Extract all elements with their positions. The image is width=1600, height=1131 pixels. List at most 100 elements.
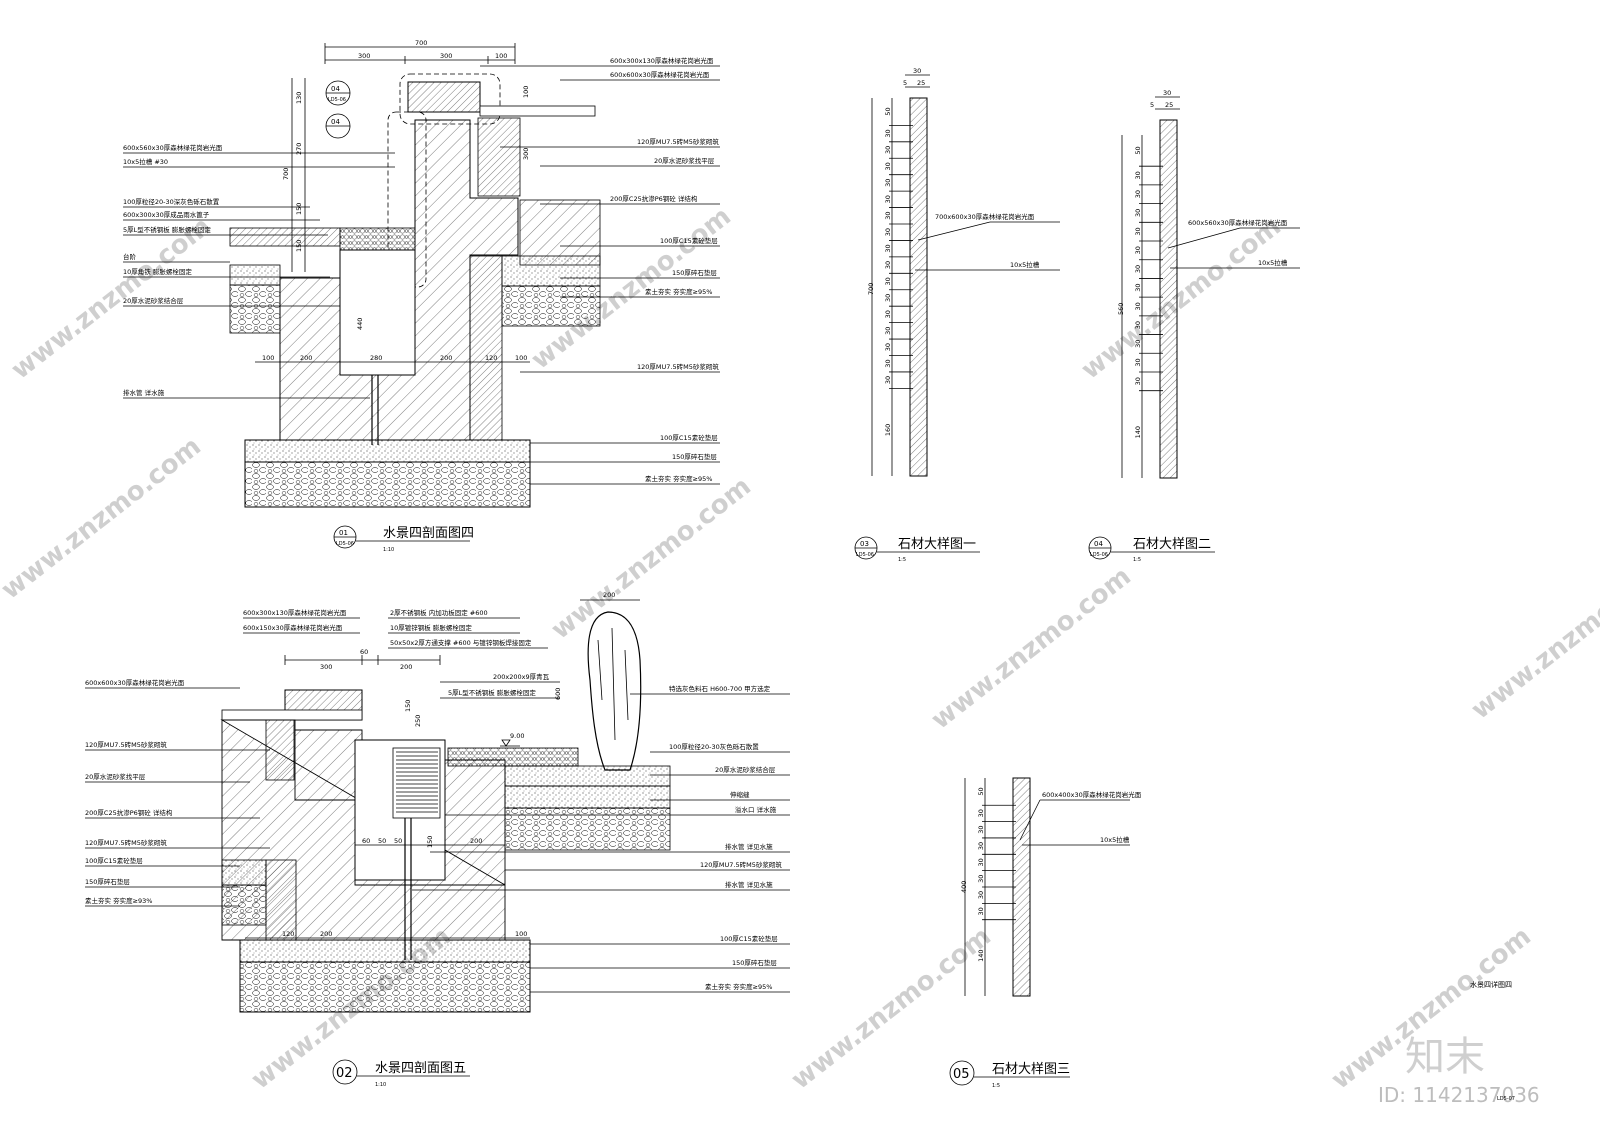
- dim-text: 100: [495, 52, 507, 60]
- groove-dim-text: 30: [977, 858, 985, 866]
- dim-text: 50: [394, 837, 402, 845]
- dim-text: 440: [356, 318, 364, 330]
- groove-dim-text: 30: [884, 212, 892, 220]
- detail-title: 水景四剖面图五: [375, 1061, 466, 1076]
- detail-scale: 1:10: [383, 547, 394, 553]
- label: 排水管 详见水施: [725, 880, 773, 889]
- watermark-text: www.znzmo.com: [546, 472, 757, 646]
- dim-text: 150: [404, 700, 412, 712]
- dim-text: 5: [1150, 101, 1154, 109]
- groove-dim-text: 30: [1134, 171, 1142, 179]
- detail-02-title-block: 02 水景四剖面图五 1:10: [332, 1059, 470, 1088]
- groove-dim-text: 30: [884, 277, 892, 285]
- groove-dim-text: 30: [977, 891, 985, 899]
- groove-dim-text: 30: [884, 343, 892, 351]
- dim-text: 30: [1163, 89, 1171, 97]
- dim-text: 100: [515, 930, 527, 938]
- dim-text: 120: [485, 354, 497, 362]
- label: 5厚L型不锈钢板 膨胀螺栓固定: [448, 688, 536, 697]
- callout-ref: LD5-06: [328, 97, 346, 103]
- tile-coil: [396, 751, 438, 813]
- groove-dim-text: 30: [884, 376, 892, 384]
- groove-dim-text: 30: [977, 842, 985, 850]
- label: 10厚角铁 膨胀螺栓固定: [123, 267, 192, 276]
- dim-text: 120: [282, 930, 294, 938]
- watermark-id: ID: 1142137036: [1378, 1083, 1540, 1107]
- groove-dim-text: 30: [1134, 340, 1142, 348]
- groove-dim-text: 30: [977, 875, 985, 883]
- label: 150厚碎石垫层: [732, 958, 777, 967]
- label: 素土夯实 夯实度≥93%: [85, 896, 152, 905]
- detail-scale: 1:5: [1133, 557, 1141, 563]
- detail-03-title-block: 03 LD5-06 石材大样图一 1:5: [854, 536, 980, 563]
- dim-text: 250: [414, 715, 422, 727]
- detail-01-section: 700 300 300 100 130 270 700 150 150 04 L…: [123, 39, 720, 553]
- label: 排水管 详水施: [123, 388, 165, 397]
- detail-ref: LD5-06: [1090, 552, 1108, 558]
- label: 20厚水泥砂浆结合层: [715, 765, 776, 774]
- label: 10厚镀锌钢板 膨胀螺栓固定: [390, 623, 472, 632]
- dim-text: 600: [554, 688, 562, 700]
- dim-text: 100: [515, 354, 527, 362]
- label: 台阶: [123, 252, 137, 261]
- dim-text: 60: [360, 648, 368, 656]
- groove-dim-text: 30: [977, 907, 985, 915]
- detail-number: 05: [953, 1067, 970, 1082]
- dim-text: 300: [358, 52, 370, 60]
- watermark-text: www.znzmo.com: [0, 432, 207, 606]
- label: 10x5拉槽: [1100, 835, 1130, 844]
- dim-text: 700: [282, 168, 290, 180]
- detail-title: 石材大样图三: [992, 1062, 1070, 1077]
- detail-02-section: 300 60 200 200 150 250 600: [85, 591, 790, 1088]
- detail-title: 石材大样图一: [898, 537, 976, 552]
- dim-text: 150: [426, 836, 434, 848]
- callout-number: 04: [331, 118, 340, 126]
- groove-dim-text: 30: [1134, 265, 1142, 273]
- label: 100厚C15素砼垫层: [85, 856, 143, 865]
- label: 20厚水泥砂浆结合层: [123, 296, 184, 305]
- groove-dim-text: 30: [977, 825, 985, 833]
- label: 600x300x130厚森林绿花岗岩光面: [243, 608, 347, 617]
- label: 2厚不锈钢板 内加功板固定 #600: [390, 608, 488, 617]
- groove-dim-text: 50: [1134, 146, 1142, 154]
- label: 120厚MU7.5砖M5砂浆砌筑: [700, 860, 782, 869]
- label: 溢水口 详水施: [735, 805, 777, 814]
- groove-dim-text: 30: [884, 228, 892, 236]
- label: 150厚碎石垫层: [672, 268, 717, 277]
- groove-dim-text: 30: [884, 179, 892, 187]
- label: 120厚MU7.5砖M5砂浆砌筑: [637, 362, 719, 371]
- dim-text: 5: [903, 79, 907, 87]
- detail-number: 04: [1094, 540, 1103, 548]
- groove-dim-text: 30: [1134, 284, 1142, 292]
- label: 100厚粒径20-30深灰色砾石散置: [123, 197, 220, 206]
- label: 素土夯实 夯实度≥95%: [645, 287, 712, 296]
- detail-scale: 1:10: [375, 1082, 386, 1088]
- label: 特选灰色料石 H600-700 甲方选定: [669, 684, 771, 693]
- groove-dim-text: 30: [884, 359, 892, 367]
- groove-dim-text: 30: [1134, 246, 1142, 254]
- sheet-code: LD5-07: [1497, 1096, 1515, 1102]
- detail-ref: LD5-06: [336, 541, 354, 547]
- label: 伸缩缝: [730, 790, 750, 799]
- detail-number: 01: [339, 529, 348, 537]
- groove-dim-text: 30: [977, 809, 985, 817]
- label: 700x600x30厚森林绿花岗岩光面: [935, 212, 1035, 221]
- watermark-logo: 知末: [1405, 1034, 1485, 1080]
- detail-01-right-labels: 600x300x130厚森林绿花岗岩光面 600x600x30厚森林绿花岗岩光面…: [480, 56, 720, 485]
- label: 600x600x30厚森林绿花岗岩光面: [85, 678, 185, 687]
- groove-dim-text: 30: [1134, 209, 1142, 217]
- groove-dim-text: 30: [884, 294, 892, 302]
- dim-text: 200: [603, 591, 615, 599]
- label: 200x200x9厚青瓦: [493, 672, 550, 681]
- dim-text: 50: [378, 837, 386, 845]
- detail-01-left-labels: 600x560x30厚森林绿花岗岩光面 10x5拉槽 #30 100厚粒径20-…: [123, 143, 395, 399]
- dim-text: 200: [300, 354, 312, 362]
- groove-dim-text: 30: [1134, 227, 1142, 235]
- dim-text: 130: [295, 92, 303, 104]
- detail-title: 水景四剖面图四: [383, 526, 474, 541]
- label: 600x300x30厚成品雨水篦子: [123, 210, 210, 219]
- dim-text: 25: [1165, 101, 1173, 109]
- groove-dim-text: 30: [884, 261, 892, 269]
